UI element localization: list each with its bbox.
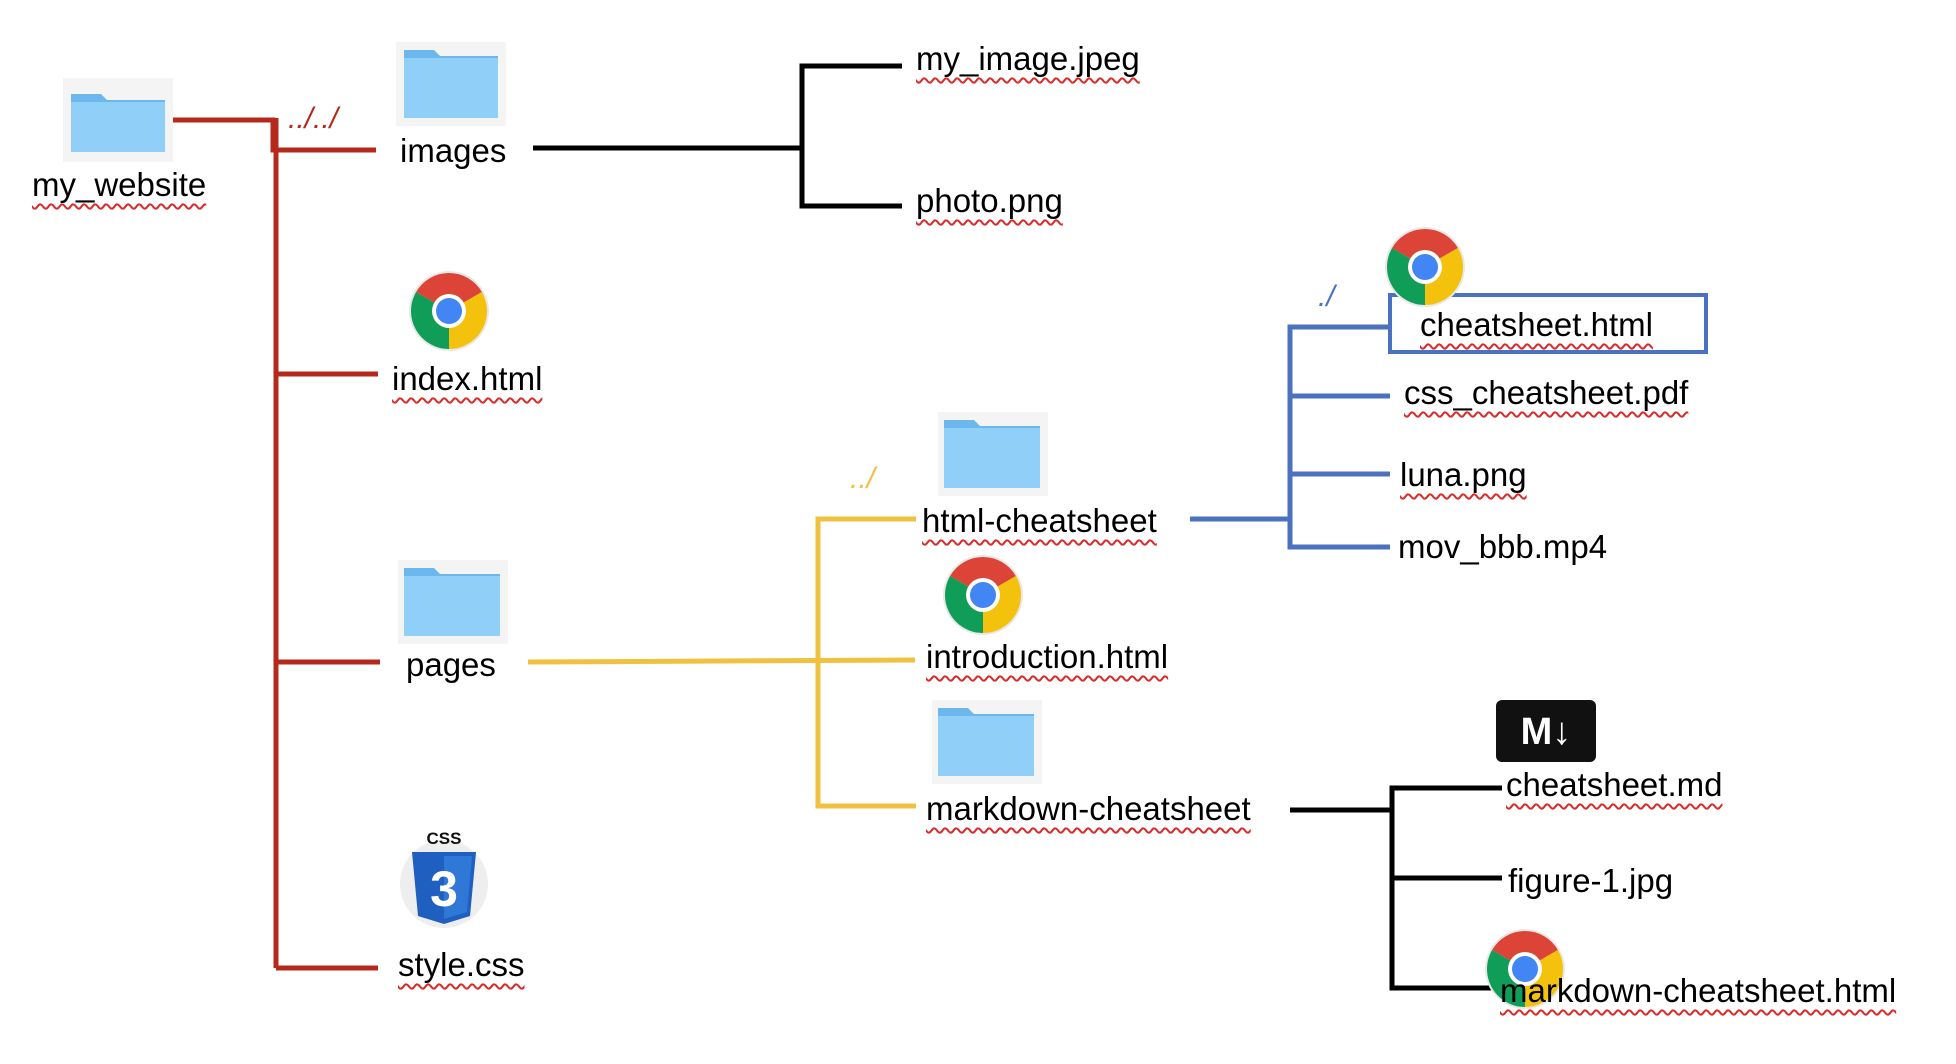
node-pages: pages <box>406 646 496 683</box>
path-up-one: ../ <box>850 462 876 495</box>
connector-images-children <box>799 63 902 209</box>
html-cheatsheet-connectors <box>1190 293 1708 550</box>
node-my-website: my_website <box>32 166 207 203</box>
folder-icon <box>398 560 508 644</box>
folder-icon <box>63 78 173 162</box>
node-cheatsheet-md: cheatsheet.md <box>1506 766 1723 803</box>
node-markdown-cheatsheet-html: markdown-cheatsheet.html <box>1500 972 1897 1009</box>
pages-connectors <box>527 516 916 809</box>
chrome-icon <box>943 555 1023 635</box>
markdown-icon-text: M↓ <box>1521 711 1572 753</box>
root-connectors <box>173 117 380 971</box>
connector-pages-trunk <box>527 657 916 665</box>
css3-icon-label: CSS <box>427 829 462 848</box>
path-up-two: ../../ <box>288 102 339 135</box>
node-luna: luna.png <box>1400 456 1527 493</box>
connector-pages-children <box>815 516 916 809</box>
node-markdown-cheatsheet: markdown-cheatsheet <box>926 790 1251 827</box>
node-my-image: my_image.jpeg <box>916 40 1140 77</box>
connector-html-children <box>1287 324 1390 550</box>
node-photo: photo.png <box>916 182 1063 219</box>
node-style: style.css <box>398 946 525 983</box>
folder-icon <box>932 700 1042 784</box>
css3-icon: CSS 3 <box>400 829 488 928</box>
node-mov: mov_bbb.mp4 <box>1398 528 1608 565</box>
cheatsheet-highlight-box <box>1388 293 1708 354</box>
node-images: images <box>400 132 507 169</box>
connector-root-images <box>173 117 376 153</box>
node-html-cheatsheet: html-cheatsheet <box>922 502 1157 539</box>
node-figure: figure-1.jpg <box>1508 862 1674 899</box>
images-connectors <box>533 63 902 209</box>
node-css-cheatsheet: css_cheatsheet.pdf <box>1404 374 1689 411</box>
markdown-connectors <box>1290 785 1502 991</box>
connector-markdown-children <box>1389 785 1502 991</box>
css3-icon-number: 3 <box>430 861 458 917</box>
markdown-icon: M↓ <box>1496 700 1596 762</box>
path-current: ./ <box>1318 280 1335 313</box>
node-cheatsheet-html: cheatsheet.html <box>1420 306 1653 343</box>
folder-icon <box>938 412 1048 496</box>
node-introduction: introduction.html <box>926 638 1169 675</box>
chrome-icon <box>1385 227 1465 307</box>
node-index: index.html <box>392 360 543 397</box>
chrome-icon <box>1485 929 1565 1009</box>
folder-icon <box>396 42 506 126</box>
chrome-icon <box>409 271 489 351</box>
